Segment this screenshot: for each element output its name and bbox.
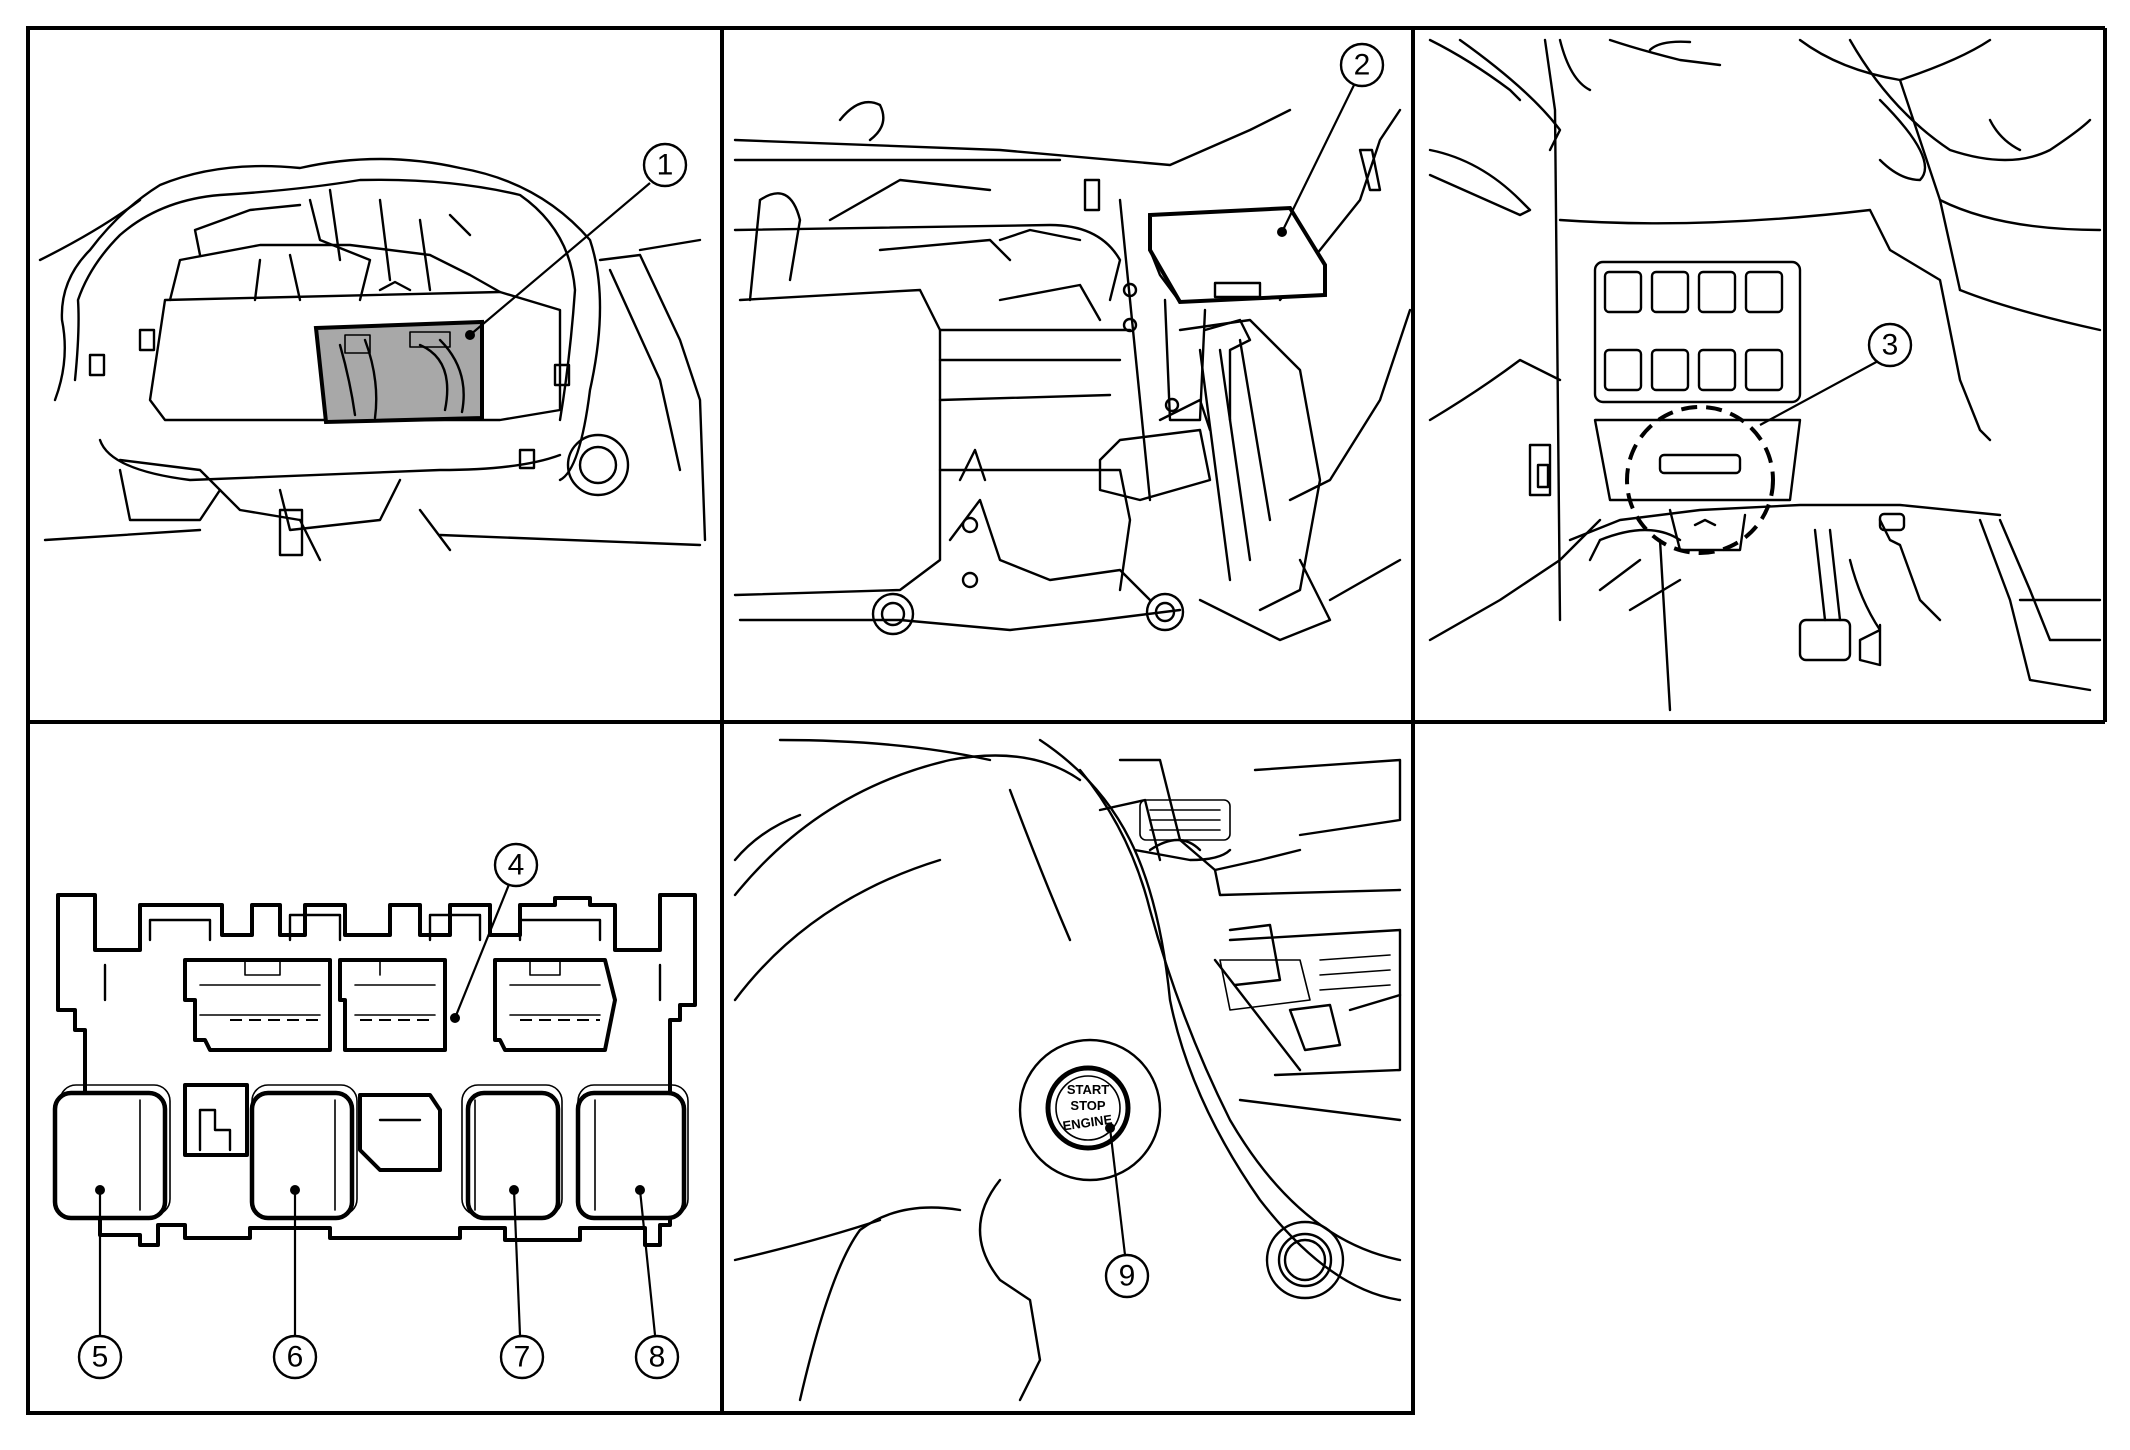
callout-6: 6	[272, 1334, 318, 1380]
callout-7: 7	[499, 1334, 545, 1380]
callout-number: 1	[657, 149, 674, 182]
callout-number: 4	[508, 849, 525, 882]
button-label-start: START	[1067, 1082, 1109, 1097]
relay-7	[465, 1090, 561, 1221]
callout-1: 1	[642, 142, 688, 188]
panel-relay-block	[52, 893, 697, 1247]
button-label-stop: STOP	[1070, 1098, 1105, 1113]
panel-footwell	[1428, 38, 2102, 712]
relay-6	[249, 1090, 355, 1221]
callout-number: 9	[1119, 1260, 1136, 1293]
panel-dash-push-button: START STOP ENGINE	[733, 738, 1402, 1402]
callout-number: 5	[92, 1341, 109, 1374]
callout-number: 3	[1882, 329, 1899, 362]
button-label-engine: ENGINE	[1062, 1112, 1114, 1134]
callout-number: 6	[287, 1341, 304, 1374]
panel-instrument-area	[38, 157, 707, 562]
relay-5	[52, 1090, 168, 1221]
callout-9: 9	[1104, 1253, 1150, 1299]
panel-engine-room	[733, 100, 1412, 642]
relay-8	[575, 1090, 687, 1221]
panel-grid	[26, 26, 2107, 1415]
callout-number: 8	[649, 1341, 666, 1374]
callout-number: 7	[514, 1341, 531, 1374]
callout-4: 4	[493, 842, 539, 888]
callout-5: 5	[77, 1334, 123, 1380]
callout-3: 3	[1867, 322, 1913, 368]
callout-leaders	[95, 82, 1881, 1336]
callout-number: 2	[1354, 49, 1371, 82]
ecm-box	[1148, 205, 1327, 305]
callout-2: 2	[1339, 42, 1385, 88]
highlighted-control-module	[313, 319, 484, 425]
connector-highlight-circle	[1625, 405, 1775, 555]
callout-8: 8	[634, 1334, 680, 1380]
